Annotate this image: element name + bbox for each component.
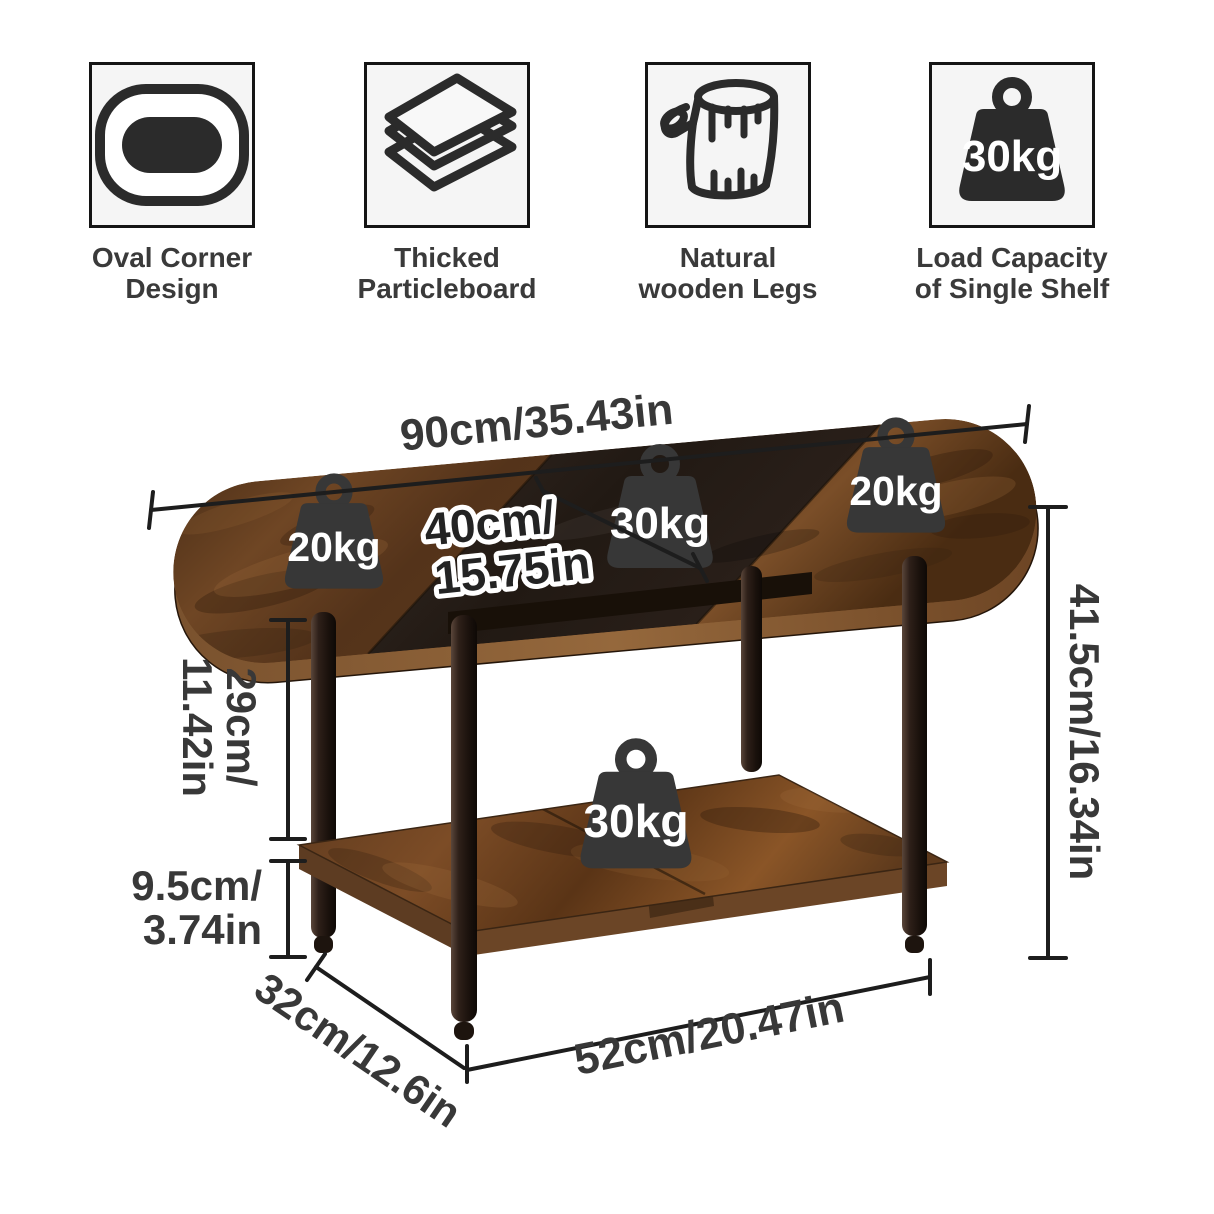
weight-badge-top-right: 20kg [846,417,946,533]
leg-rear-right [741,566,762,772]
leg-front-right [902,556,927,936]
leg-foot [905,936,924,953]
dim-label-clearance-2: 11.42in [174,657,221,797]
weight-label: 30kg [610,499,710,548]
weight-icon: 30kg [929,62,1095,228]
dim-clearance: 29cm/ 11.42in [174,618,307,841]
feature-load-capacity: 30kg Load Capacity of Single Shelf [902,62,1122,304]
dim-label-floor-gap-2: 3.74in [143,906,262,953]
dim-label-height: 41.5cm/16.34in [1061,584,1108,881]
front-legs [451,556,927,1040]
weight-label: 20kg [849,468,942,514]
dim-label-shelf-width: 52cm/20.47in [570,983,848,1085]
feature-row: Oval Corner Design Thicked Particleboard [0,0,1214,340]
wooden-log-icon [645,62,811,228]
feature-label: Natural wooden Legs [638,242,818,304]
feature-label: Oval Corner Design [91,242,253,304]
oval-corner-icon [89,62,255,228]
dim-label-clearance-1: 29cm/ [218,667,265,786]
leg-rear-left [311,612,336,938]
leg-front-left [451,615,477,1022]
particleboard-icon [364,62,530,228]
support-rail [448,572,812,634]
icon-weight-label: 30kg [962,132,1062,181]
leg-foot [314,936,333,953]
feature-label: Thicked Particleboard [357,242,537,304]
feature-particleboard: Thicked Particleboard [337,62,557,304]
weight-badge-top-center: 30kg [607,444,713,568]
feature-oval-corner: Oval Corner Design [62,62,282,304]
dim-label-floor-gap-1: 9.5cm/ [131,862,262,909]
dim-height: 41.5cm/16.34in [1028,505,1108,960]
feature-label: Load Capacity of Single Shelf [914,242,1110,304]
leg-foot [454,1022,474,1040]
weight-label: 20kg [287,524,380,570]
weight-label: 30kg [583,795,688,847]
dim-floor-gap: 9.5cm/ 3.74in [131,859,307,959]
dim-shelf-width: 52cm/20.47in [465,958,932,1085]
feature-wooden-legs: Natural wooden Legs [618,62,838,304]
weight-badge-shelf: 30kg [580,738,692,869]
table-top [165,419,1039,684]
dim-depth: 32cm/12.6in [247,952,470,1137]
